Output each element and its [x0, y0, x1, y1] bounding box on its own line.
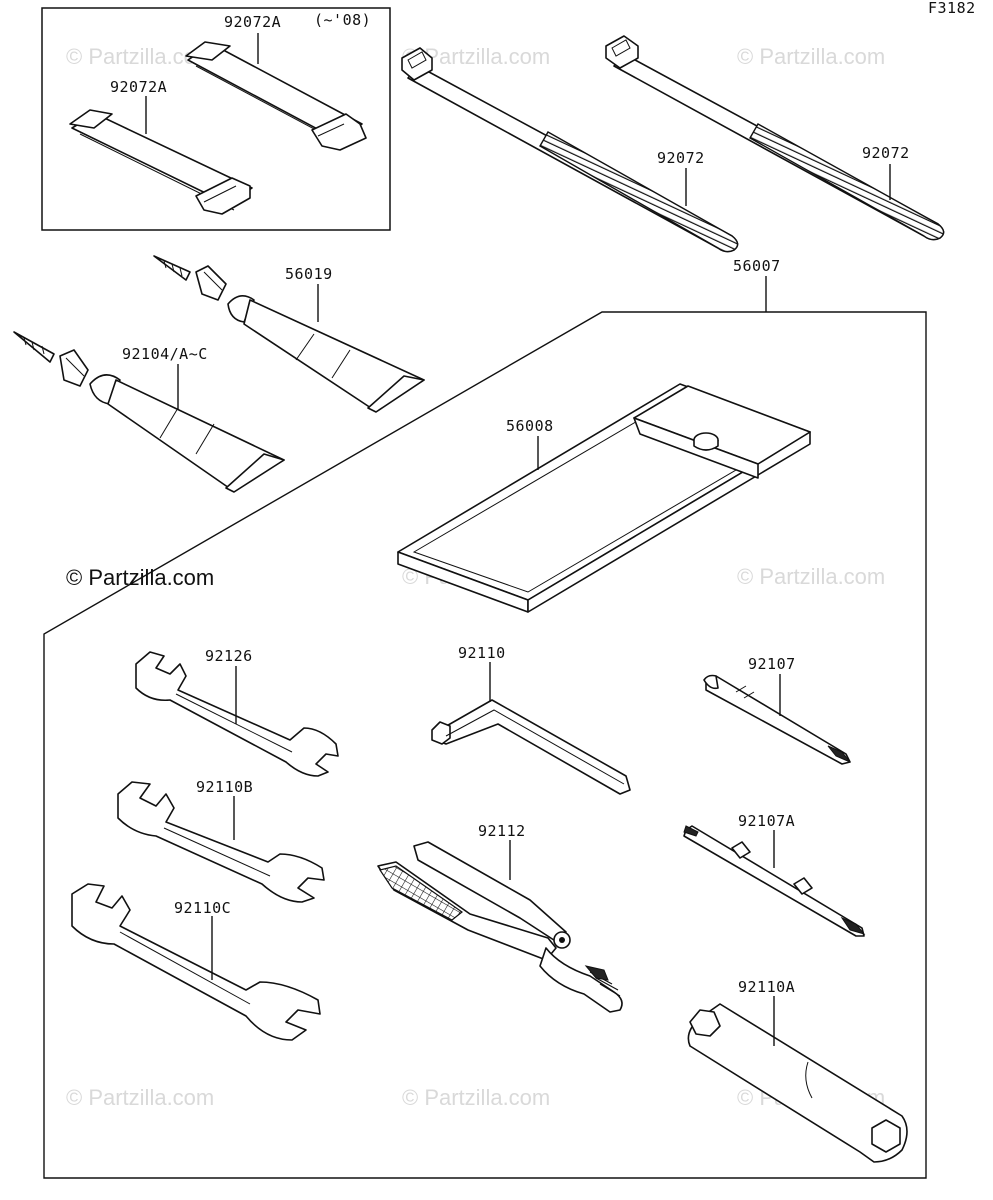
pliers-drawing: [377, 841, 623, 1013]
part-label-56007: 56007: [733, 257, 781, 275]
watermark: © Partzilla.com: [66, 1085, 214, 1110]
wrench-92126-drawing: [135, 651, 339, 777]
figure-code: F3182: [928, 0, 976, 17]
watermark: © Partzilla.com: [737, 564, 885, 589]
box-wrench-drawing: [687, 1003, 908, 1163]
tube-upper-drawing: [153, 255, 425, 413]
tube-lower-drawing: [13, 331, 285, 493]
cable-tie-right: [605, 35, 945, 241]
part-label-92072A: 92072A: [110, 78, 167, 96]
part-label-92072A: 92072A: [224, 13, 281, 31]
watermark: © Partzilla.com: [737, 44, 885, 69]
part-label-92110: 92110: [458, 644, 506, 662]
part-label-92072: 92072: [862, 144, 910, 162]
strap-lower-drawing: [69, 109, 253, 215]
tool-kit-boundary: [43, 311, 927, 1179]
part-label-92110B: 92110B: [196, 778, 253, 796]
subassembly-note: (~'08): [314, 11, 371, 29]
part-label-56019: 56019: [285, 265, 333, 283]
watermark: © Partzilla.com: [402, 1085, 550, 1110]
cable-tie-left: [401, 47, 739, 253]
part-label-92107A: 92107A: [738, 812, 795, 830]
double-screwdriver-drawing: [683, 825, 866, 937]
part-label-92126: 92126: [205, 647, 253, 665]
wrench-92110C-drawing: [71, 883, 321, 1041]
part-label-92112: 92112: [478, 822, 526, 840]
part-label-92110C: 92110C: [174, 899, 231, 917]
strap-upper-drawing: [185, 41, 367, 151]
part-label-92107: 92107: [748, 655, 796, 673]
wrench-92110B-drawing: [117, 781, 325, 903]
part-label-92072: 92072: [657, 149, 705, 167]
strap-subassembly: (~'08) 92072A 92072A: [41, 7, 391, 231]
part-label-92104: 92104/A~C: [122, 345, 208, 363]
tool-bag-drawing: [397, 383, 811, 613]
part-label-92110A: 92110A: [738, 978, 795, 996]
part-label-56008: 56008: [506, 417, 554, 435]
hex-key-drawing: [431, 699, 631, 795]
subassembly-frame: [41, 7, 391, 231]
copyright-notice: © Partzilla.com: [66, 565, 214, 590]
screwdriver-drawing: [703, 674, 851, 765]
